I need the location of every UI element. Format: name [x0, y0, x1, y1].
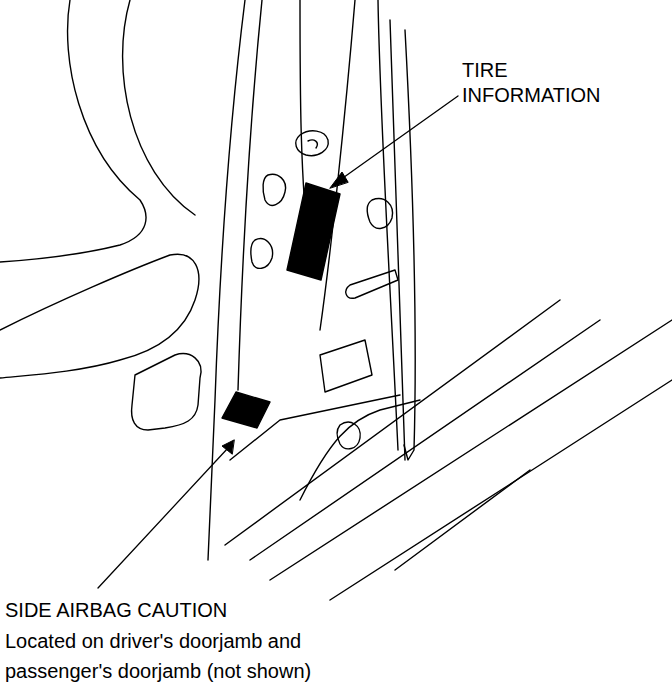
arrowhead	[222, 440, 234, 454]
striker	[367, 199, 392, 229]
blank-label	[320, 340, 372, 392]
hinge-bolt	[296, 131, 328, 156]
seat-outline	[0, 0, 146, 262]
sill-line	[250, 320, 600, 560]
sill-trim	[132, 354, 201, 430]
door-edge	[404, 30, 415, 460]
hole	[263, 174, 286, 205]
caution-heading: SIDE AIRBAG CAUTION	[5, 596, 405, 624]
leader-line	[98, 448, 228, 588]
sill-line	[330, 380, 672, 600]
seat-outline	[123, 0, 195, 215]
striker	[346, 270, 398, 298]
leader-line	[340, 96, 458, 180]
sill-line	[270, 320, 672, 580]
arrowhead	[330, 172, 348, 188]
hole	[251, 239, 273, 269]
seat-cushion	[0, 254, 199, 378]
callout-label: TIRE INFORMATION	[462, 58, 612, 108]
hole	[337, 422, 360, 449]
sill-line	[395, 470, 530, 570]
sill-line	[300, 400, 420, 500]
pillar-edge	[208, 0, 245, 560]
pillar-edge	[320, 0, 355, 330]
side-airbag-label	[222, 392, 270, 428]
sill-line	[225, 300, 560, 545]
tire-information-label	[287, 183, 340, 280]
door-edge	[390, 20, 405, 460]
location-note: Located on driver's doorjamb and passeng…	[5, 626, 375, 686]
pillar-edge	[238, 0, 262, 390]
